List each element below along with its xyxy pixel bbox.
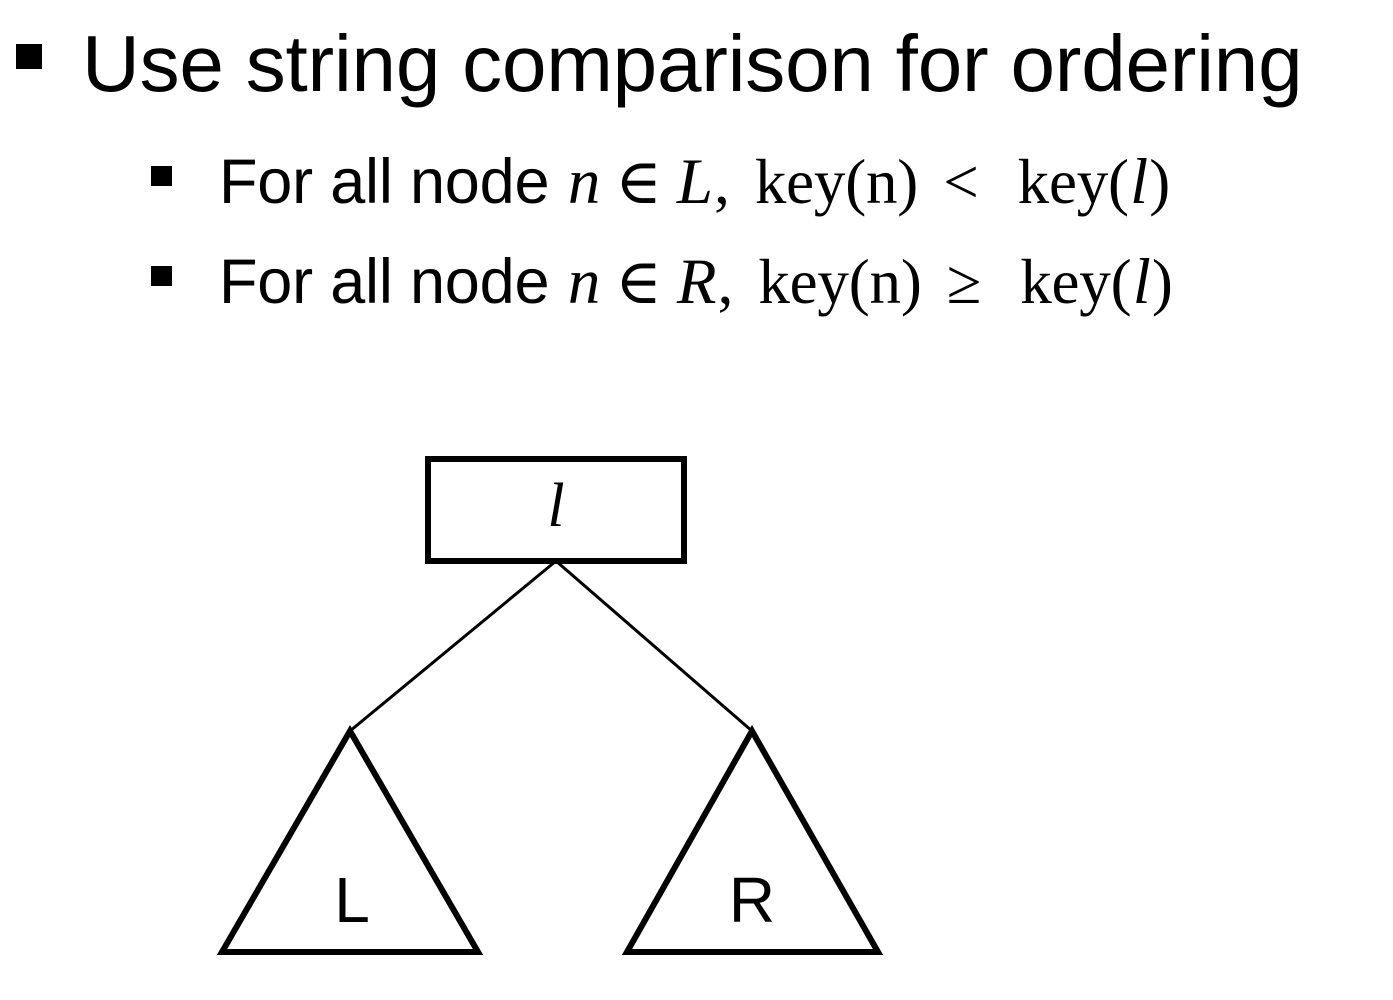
bullet-text-main: Use string comparison for ordering <box>82 19 1303 108</box>
math-var-set-L: L <box>676 146 713 218</box>
edge-root-to-left-subtree <box>349 559 557 733</box>
square-bullet-icon <box>151 166 172 186</box>
math-key-of-n: key(n) <box>758 247 922 317</box>
square-bullet-icon <box>16 44 42 69</box>
bullet-text-right-condition: For all node n∈R,key(n)≥key(l) <box>219 250 1173 315</box>
math-var-l: l <box>1130 146 1148 218</box>
math-var-n: n <box>567 146 601 218</box>
math-var-l: l <box>1132 246 1151 318</box>
math-op-element-of: ∈ <box>615 147 662 217</box>
slide-body: Use string comparison for ordering For a… <box>0 0 1393 360</box>
math-comma: , <box>717 247 734 317</box>
bullet-text-left-condition: For all node n∈L,key(n)<key(l) <box>219 150 1170 215</box>
math-key-open: key( <box>1020 247 1132 317</box>
text-for-all-node: For all node <box>219 247 567 317</box>
math-comma: , <box>714 147 730 217</box>
bullet-item-left-condition: For all node n∈L,key(n)<key(l) <box>151 150 1170 215</box>
edge-root-to-right-subtree <box>555 559 753 733</box>
bullet-item-level1: Use string comparison for ordering <box>16 19 1303 108</box>
math-op-greater-equal: ≥ <box>946 247 982 317</box>
root-node-label: l <box>547 472 564 540</box>
math-var-n: n <box>567 246 601 318</box>
math-var-set-R: R <box>676 246 717 318</box>
root-node-box <box>425 456 687 564</box>
left-subtree-triangle <box>216 725 484 955</box>
square-bullet-icon <box>151 266 172 286</box>
bullet-item-right-condition: For all node n∈R,key(n)≥key(l) <box>151 250 1173 315</box>
math-key-of-n: key(n) <box>754 147 919 217</box>
math-op-less-than: < <box>943 147 979 217</box>
math-op-element-of: ∈ <box>615 247 662 317</box>
math-key-open: key( <box>1017 147 1129 217</box>
math-key-close: ) <box>1151 247 1173 317</box>
left-subtree-label: L <box>334 864 370 936</box>
right-subtree-label: R <box>729 864 775 936</box>
right-subtree-triangle <box>621 724 884 955</box>
text-for-all-node: For all node <box>219 147 567 217</box>
bst-diagram: l L R <box>0 380 1393 1000</box>
math-key-close: ) <box>1149 147 1170 217</box>
